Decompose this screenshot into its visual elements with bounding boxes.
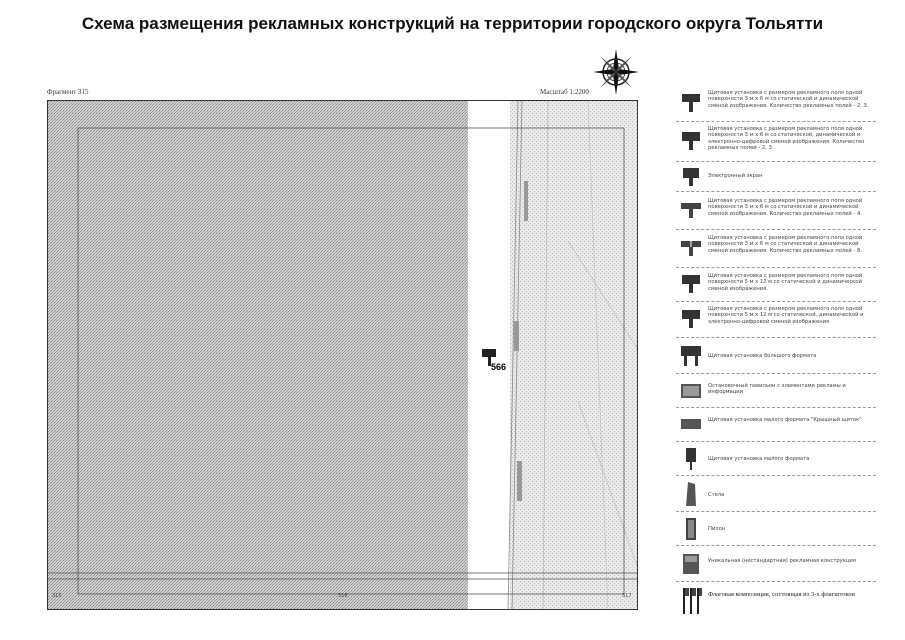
inner-frame bbox=[77, 127, 625, 595]
legend-text: Щитовая установка с размером рекламного … bbox=[708, 90, 869, 109]
legend-text: Щитовая установка с размером рекламного … bbox=[708, 273, 863, 292]
road-label-block bbox=[514, 321, 519, 351]
fragment-label: Фрагмент 315 bbox=[47, 88, 89, 96]
billboard-5x12-digital-icon bbox=[682, 310, 700, 328]
large-format-icon bbox=[681, 346, 701, 366]
billboard-3x6-icon bbox=[682, 94, 700, 112]
legend-item: Остановочный павильон с элементами рекла… bbox=[676, 374, 876, 408]
corner-label-left: 315 bbox=[52, 593, 62, 599]
legend-item: Стела bbox=[676, 476, 876, 512]
legend-item: Щитовая установка с размером рекламного … bbox=[676, 192, 876, 230]
unique-construction-icon bbox=[683, 554, 699, 574]
billboard-3x6-digital-icon bbox=[682, 132, 700, 150]
legend-text: Щитовая установка с размером рекламного … bbox=[708, 126, 865, 151]
compass-rose-icon bbox=[593, 49, 639, 95]
legend-item: Щитовая установка малого формата "Крышны… bbox=[676, 408, 876, 442]
billboard-8-fields-icon bbox=[681, 240, 701, 256]
electronic-screen-icon bbox=[683, 168, 699, 186]
legend-item: Щитовая установка с размером рекламного … bbox=[676, 302, 876, 338]
scale-label: Масштаб 1:2200 bbox=[540, 88, 589, 96]
legend-text: Стела bbox=[708, 492, 725, 498]
small-format-city-icon bbox=[681, 419, 701, 429]
legend-text: Щитовая установка малого формата "Крышны… bbox=[708, 417, 862, 423]
legend: Щитовая установка с размером рекламного … bbox=[676, 86, 876, 620]
legend-item: Щитовая установка с размером рекламного … bbox=[676, 86, 876, 122]
pavilion-icon bbox=[681, 384, 701, 398]
legend-text: Электронный экран bbox=[708, 173, 763, 179]
map-fragment[interactable]: 315 316 317 bbox=[47, 100, 638, 610]
sign-number-label[interactable]: 566 bbox=[491, 362, 507, 372]
legend-item: Щитовая установка с размером рекламного … bbox=[676, 122, 876, 162]
legend-text: Щитовая установка малого формата bbox=[708, 456, 810, 462]
map-canvas bbox=[48, 101, 637, 609]
legend-item: Щитовая установка с размером рекламного … bbox=[676, 268, 876, 302]
legend-text: Остановочный павильон с элементами рекла… bbox=[708, 383, 846, 396]
small-format-icon bbox=[686, 448, 696, 470]
legend-text: Щитовая установка с размером рекламного … bbox=[708, 235, 863, 254]
legend-item: Пилон bbox=[676, 512, 876, 546]
legend-item: Флаговая композиция, состоящая из 3-х фл… bbox=[676, 582, 876, 620]
territory-area-right bbox=[510, 101, 637, 609]
legend-text: Щитовая установка большого формата bbox=[708, 353, 817, 359]
corner-label-mid: 316 bbox=[338, 593, 348, 599]
legend-text: Пилон bbox=[708, 526, 726, 532]
stele-icon bbox=[686, 482, 696, 506]
corner-label-right: 317 bbox=[622, 593, 632, 599]
legend-item: Уникальная (нестандартная) рекламная кон… bbox=[676, 546, 876, 582]
legend-text: Флаговая композиция, состоящая из 3-х фл… bbox=[708, 591, 855, 598]
billboard-4-fields-icon bbox=[681, 203, 701, 218]
billboard-5x12-icon bbox=[682, 275, 700, 293]
territory-area-left bbox=[48, 101, 468, 609]
pylon-icon bbox=[686, 518, 696, 540]
legend-item: Щитовая установка малого формата bbox=[676, 442, 876, 476]
flag-composition-icon bbox=[683, 588, 702, 614]
legend-item: Щитовая установка большого формата bbox=[676, 338, 876, 374]
map-title: Схема размещения рекламных конструкций н… bbox=[81, 14, 824, 33]
billboard-sign-566[interactable] bbox=[482, 349, 496, 366]
legend-text: Щитовая установка с размером рекламного … bbox=[708, 198, 863, 217]
legend-text: Щитовая установка с размером рекламного … bbox=[708, 306, 864, 325]
legend-item: Щитовая установка с размером рекламного … bbox=[676, 230, 876, 268]
legend-text: Уникальная (нестандартная) рекламная кон… bbox=[708, 558, 856, 564]
legend-item: Электронный экран bbox=[676, 162, 876, 192]
